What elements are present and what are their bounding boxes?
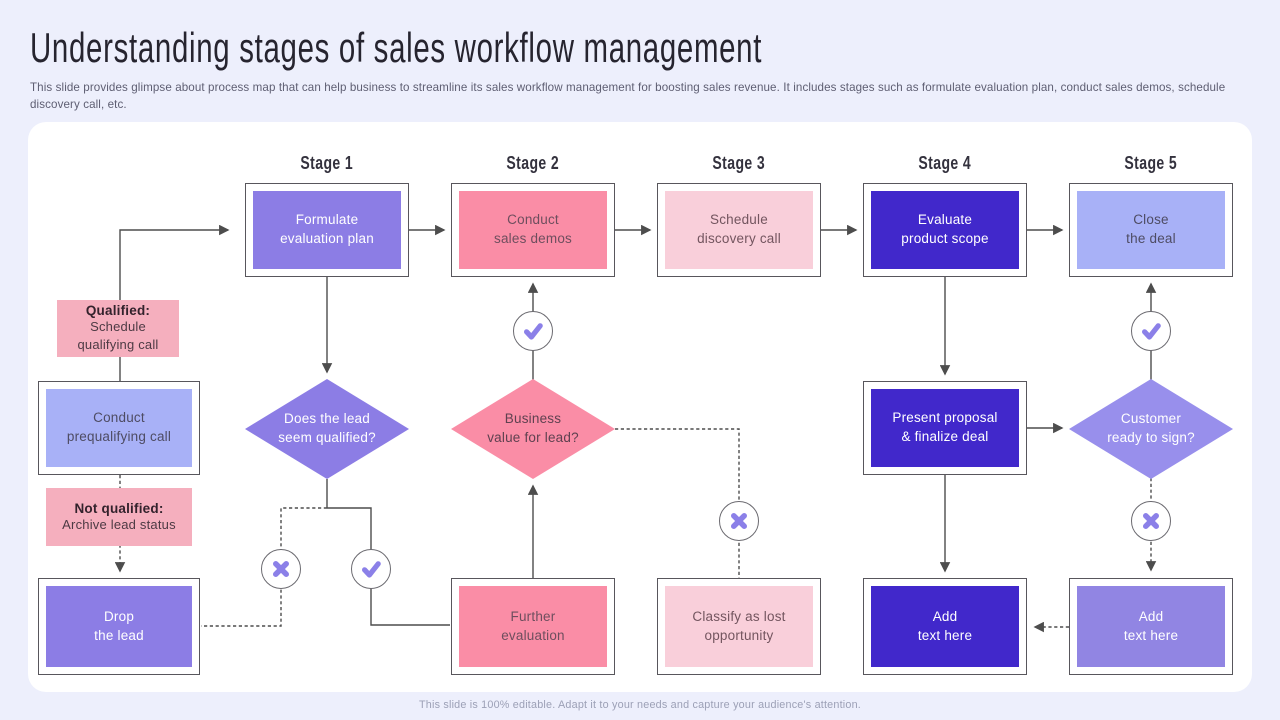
stage-2-header: Stage 2 [506,153,560,173]
present-proposal-text: Present proposal & finalize deal [871,389,1019,467]
drop-the-lead-text: Drop the lead [46,586,192,667]
decision-customer-ready-text: Customer ready to sign? [1107,411,1195,445]
editable-note: This slide is 100% editable. Adapt it to… [418,699,861,711]
stage-3-header: Stage 3 [712,153,766,173]
conduct-sales-demos-text: Conduct sales demos [459,191,607,269]
close-the-deal-box[interactable]: Close the deal [1069,183,1233,277]
qualified-label[interactable]: Qualified: Schedule qualifying call [57,300,179,357]
stage-5-header: Stage 5 [1124,153,1178,173]
further-evaluation-text: Further evaluation [459,586,607,667]
drop-the-lead-box[interactable]: Drop the lead [38,578,200,675]
evaluate-product-scope-box[interactable]: Evaluate product scope [863,183,1027,277]
stage-1-header: Stage 1 [300,153,354,173]
conduct-prequalifying-call-text: Conduct prequalifying call [46,389,192,467]
formulate-evaluation-plan-text: Formulate evaluation plan [253,191,401,269]
classify-lost-opportunity-box[interactable]: Classify as lost opportunity [657,578,821,675]
decision-lead-qualified-text: Does the lead seem qualified? [278,411,376,445]
qualified-label-title: Qualified: [85,303,151,319]
qualified-label-body: Schedule qualifying call [77,319,159,352]
formulate-evaluation-plan-box[interactable]: Formulate evaluation plan [245,183,409,277]
cross-icon[interactable] [1131,501,1171,541]
page-title: Understanding stages of sales workflow m… [30,24,763,71]
not-qualified-label-body: Archive lead status [62,516,176,532]
conduct-sales-demos-box[interactable]: Conduct sales demos [451,183,615,277]
not-qualified-label-title: Not qualified: [74,500,164,516]
check-icon[interactable] [351,549,391,589]
conduct-prequalifying-call-box[interactable]: Conduct prequalifying call [38,381,200,475]
add-text-here-right-box[interactable]: Add text here [1069,578,1233,675]
stage-4-header: Stage 4 [918,153,972,173]
add-text-here-left-text: Add text here [871,586,1019,667]
cross-icon[interactable] [261,549,301,589]
check-icon[interactable] [1131,311,1171,351]
close-the-deal-text: Close the deal [1077,191,1225,269]
slide-subtitle: This slide provides glimpse about proces… [30,81,1226,111]
further-evaluation-box[interactable]: Further evaluation [451,578,615,675]
classify-lost-opportunity-text: Classify as lost opportunity [665,586,813,667]
present-proposal-box[interactable]: Present proposal & finalize deal [863,381,1027,475]
not-qualified-label[interactable]: Not qualified: Archive lead status [46,488,192,546]
cross-icon[interactable] [719,501,759,541]
add-text-here-left-box[interactable]: Add text here [863,578,1027,675]
schedule-discovery-call-text: Schedule discovery call [665,191,813,269]
check-icon[interactable] [513,311,553,351]
schedule-discovery-call-box[interactable]: Schedule discovery call [657,183,821,277]
add-text-here-right-text: Add text here [1077,586,1225,667]
evaluate-product-scope-text: Evaluate product scope [871,191,1019,269]
decision-business-value-text: Business value for lead? [487,411,579,445]
